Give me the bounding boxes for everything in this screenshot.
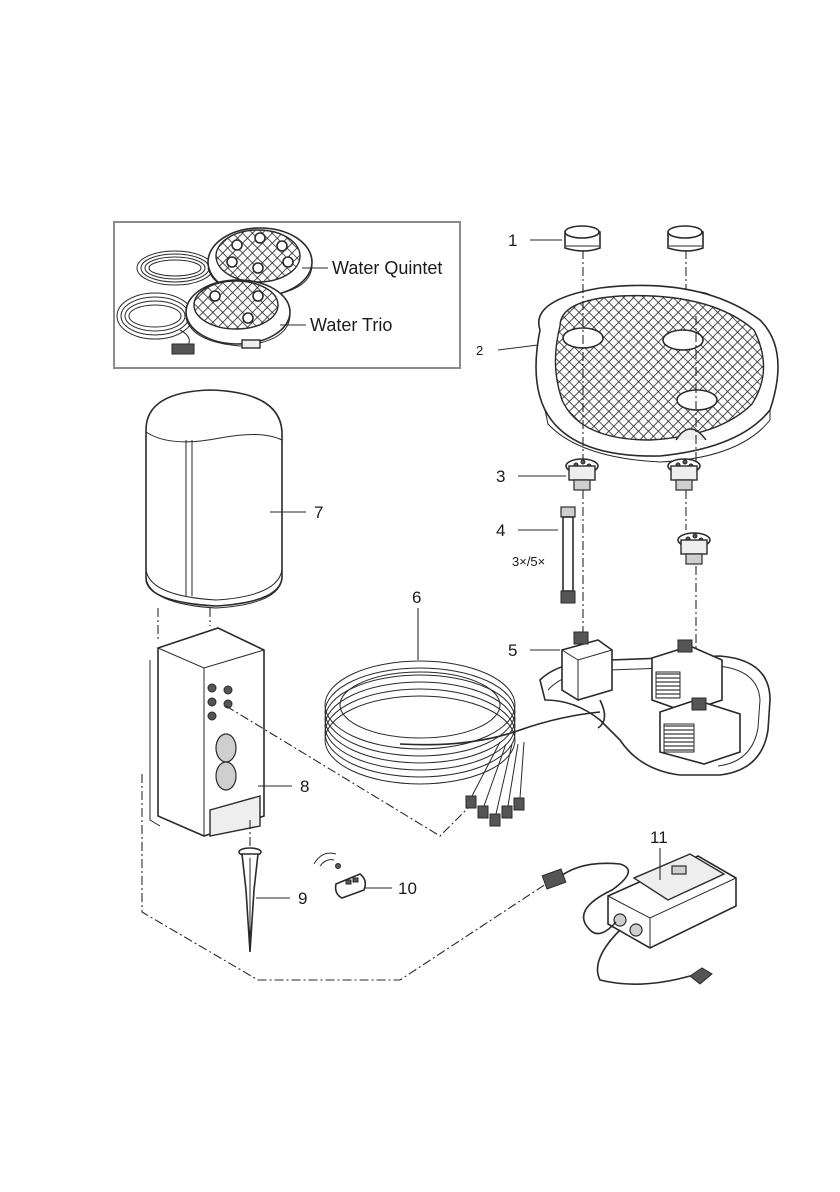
variant-label-water-trio: Water Trio (310, 315, 392, 335)
variant-label-water-quintet: Water Quintet (332, 258, 442, 278)
ground-spike (239, 848, 261, 952)
extension-tube-quantity-note: 3×/5× (512, 554, 545, 569)
remote-control (314, 853, 365, 898)
part-number-6: 6 (412, 588, 421, 607)
part-number-4: 4 (496, 521, 505, 540)
part-number-10: 10 (398, 879, 417, 898)
part-number-9: 9 (298, 889, 307, 908)
variants-inset: Water Quintet Water Trio (114, 222, 460, 368)
nozzle-head-left (566, 459, 598, 490)
nozzle-head-right (668, 459, 700, 490)
extension-tube (561, 507, 575, 603)
control-housing (150, 628, 264, 836)
nozzle-head-lower (678, 533, 710, 564)
part-number-2: 2 (476, 343, 483, 358)
part-number-7: 7 (314, 503, 323, 522)
part-number-5: 5 (508, 641, 517, 660)
mesh-cover (536, 285, 778, 462)
part-number-3: 3 (496, 467, 505, 486)
housing-cover (146, 390, 282, 608)
pump-right (652, 640, 722, 712)
nozzle-cap-right (668, 226, 703, 251)
part-number-1: 1 (508, 231, 517, 250)
pump-left (562, 632, 612, 700)
part-number-11: 11 (650, 828, 668, 847)
part-number-8: 8 (300, 777, 309, 796)
nozzle-cap-left (565, 226, 600, 251)
